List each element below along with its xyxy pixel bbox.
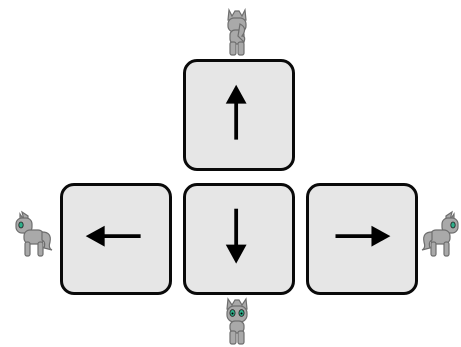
arrow-right-icon: [335, 225, 391, 247]
pony-back-icon: [227, 7, 247, 56]
left-arrow-key[interactable]: [60, 183, 172, 295]
arrow-left-icon: [85, 225, 141, 247]
arrow-up-icon: [225, 84, 247, 140]
down-arrow-key[interactable]: [183, 183, 295, 295]
pony-front-icon: [226, 297, 248, 345]
arrow-down-icon: [225, 208, 247, 264]
pony-side-left-icon: [15, 210, 53, 257]
right-arrow-key[interactable]: [306, 183, 418, 295]
pony-side-right-icon: [421, 210, 459, 257]
up-arrow-key[interactable]: [183, 59, 295, 171]
